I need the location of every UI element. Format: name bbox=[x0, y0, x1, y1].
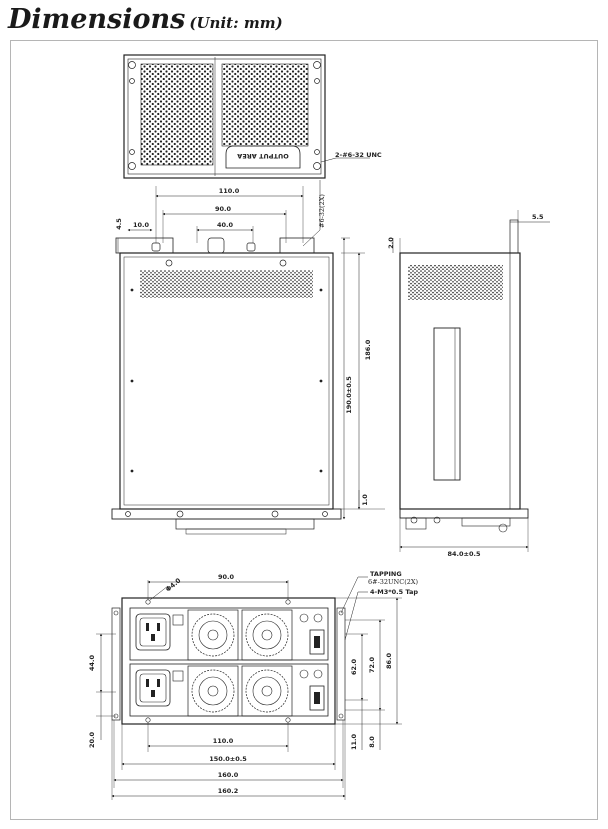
title-unit: (Unit: mm) bbox=[189, 14, 283, 32]
output-area-label: OUTPUT AREA bbox=[237, 152, 288, 160]
tapping-title: TAPPING bbox=[370, 570, 402, 578]
page-title: Dimensions(Unit: mm) bbox=[8, 4, 283, 38]
front-height-186: 186.0 bbox=[364, 339, 372, 360]
rear-width-90: 90.0 bbox=[218, 573, 235, 581]
front-width-40: 40.0 bbox=[217, 221, 234, 229]
front-width-90: 90.0 bbox=[215, 205, 232, 213]
rear-height-62: 62.0 bbox=[350, 659, 358, 676]
rear-height-11: 11.0 bbox=[350, 734, 358, 751]
rear-height-8: 8.0 bbox=[368, 736, 376, 748]
rear-view: 90.0 Φ4.0 TAPPING 6#-32UNC(2X) 4-M3*0.5 … bbox=[88, 570, 418, 800]
rear-height-86: 86.0 bbox=[385, 653, 393, 670]
top-callout: 2-#6-32 UNC bbox=[335, 151, 382, 159]
side-width-5-5: 5.5 bbox=[532, 213, 544, 221]
rear-width-160-2: 160.2 bbox=[218, 787, 239, 795]
front-height-1-0: 1.0 bbox=[361, 494, 369, 506]
front-view: 110.0 90.0 40.0 10.0 4.5 #6-32(2X) 186.0… bbox=[111, 180, 385, 535]
front-width-10: 10.0 bbox=[133, 221, 150, 229]
rear-width-110: 110.0 bbox=[213, 737, 234, 745]
rear-width-150: 150.0±0.5 bbox=[209, 755, 247, 763]
rear-diameter-4: Φ4.0 bbox=[164, 576, 183, 593]
m3-tap-note: 4-M3*0.5 Tap bbox=[370, 588, 418, 596]
side-view: 2.0 5.5 84.0±0.5 bbox=[387, 210, 550, 558]
top-view: OUTPUT AREA 2-#6-32 UNC bbox=[123, 54, 382, 179]
front-width-110: 110.0 bbox=[219, 187, 240, 195]
title-text: Dimensions bbox=[8, 4, 186, 35]
side-height-2-0: 2.0 bbox=[387, 237, 395, 249]
front-height-4-5: 4.5 bbox=[115, 218, 123, 230]
front-height-190: 190.0±0.5 bbox=[345, 376, 353, 414]
drawing-frame bbox=[10, 40, 598, 820]
rear-height-44: 44.0 bbox=[88, 655, 96, 672]
side-width-84: 84.0±0.5 bbox=[448, 550, 481, 558]
rear-height-20: 20.0 bbox=[88, 732, 96, 749]
rear-height-72: 72.0 bbox=[368, 657, 376, 674]
tapping-subtitle: 6#-32UNC(2X) bbox=[368, 578, 418, 586]
rear-width-160: 160.0 bbox=[218, 771, 239, 779]
front-screw-note: #6-32(2X) bbox=[318, 194, 326, 228]
